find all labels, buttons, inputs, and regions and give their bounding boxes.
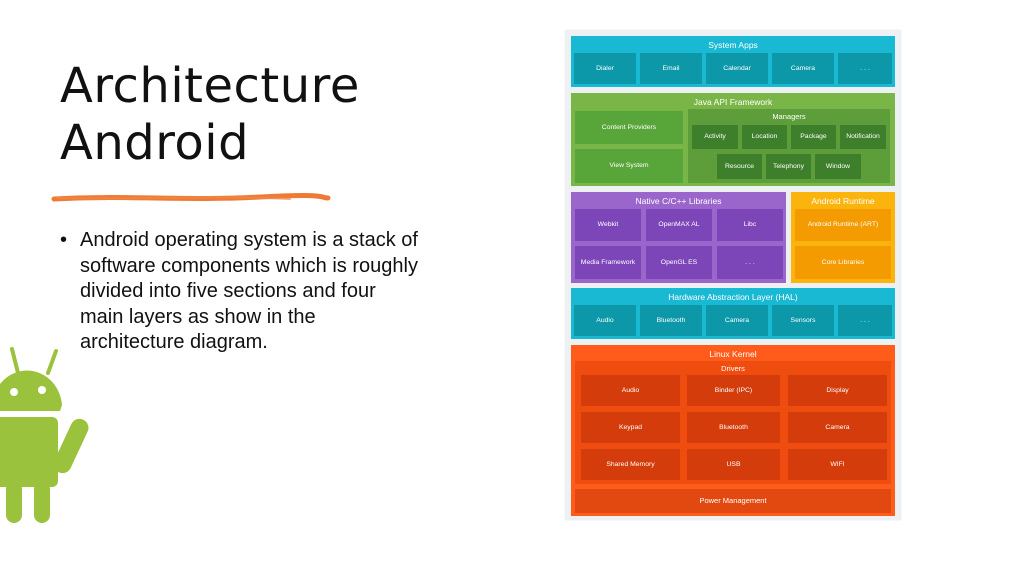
app-calendar: Calendar (706, 53, 768, 84)
driver-wifi: WIFI (788, 449, 887, 480)
layer-native-libraries: Native C/C++ Libraries Webkit OpenMAX AL… (571, 192, 786, 283)
power-management: Power Management (575, 489, 891, 513)
hal-audio: Audio (574, 305, 636, 336)
android-robot-icon (0, 347, 89, 523)
layer-java-api-framework: Java API Framework Content Providers Vie… (571, 93, 895, 186)
lib-opengl-es: OpenGL ES (646, 246, 712, 279)
manager-notification: Notification (840, 125, 886, 149)
driver-camera: Camera (788, 412, 887, 443)
bullet-line-3: divided into five sections and four (80, 280, 376, 302)
manager-resource: Resource (717, 154, 762, 179)
layer-title-system-apps: System Apps (708, 40, 758, 50)
layer-title-native-libs: Native C/C++ Libraries (635, 196, 722, 206)
bullet-line-2: software components which is roughly (80, 254, 418, 277)
driver-usb: USB (687, 449, 780, 480)
layer-title-hal: Hardware Abstraction Layer (HAL) (668, 292, 798, 302)
bullet-item: Android operating system is a stack of s… (60, 228, 460, 356)
manager-package: Package (791, 125, 836, 149)
layer-title-runtime: Android Runtime (811, 196, 875, 206)
android-architecture-diagram: System Apps Dialer Email Calendar Camera… (565, 30, 901, 520)
app-dialer: Dialer (574, 53, 636, 84)
hal-more: . . . (838, 305, 892, 336)
lib-more: . . . (717, 246, 783, 279)
managers-title: Managers (772, 112, 806, 121)
title-line-2: Android (60, 115, 250, 171)
driver-shared-memory: Shared Memory (581, 449, 680, 480)
driver-audio: Audio (581, 375, 680, 406)
driver-bluetooth: Bluetooth (687, 412, 780, 443)
title-line-1: Architecture (60, 58, 360, 114)
title-underline (51, 192, 331, 202)
hal-camera: Camera (706, 305, 768, 336)
slide-title: Architecture Android (60, 58, 360, 172)
app-email: Email (640, 53, 702, 84)
layer-title-java-api: Java API Framework (693, 97, 773, 107)
manager-window: Window (815, 154, 861, 179)
drivers-title: Drivers (721, 364, 745, 373)
manager-activity: Activity (692, 125, 738, 149)
hal-bluetooth: Bluetooth (640, 305, 702, 336)
runtime-art: Android Runtime (ART) (795, 209, 891, 241)
layer-system-apps: System Apps Dialer Email Calendar Camera… (571, 36, 895, 87)
app-camera: Camera (772, 53, 834, 84)
view-system: View System (575, 149, 683, 183)
lib-media-framework: Media Framework (575, 246, 641, 279)
lib-libc: Libc (717, 209, 783, 241)
content-providers: Content Providers (575, 111, 683, 144)
bullet-line-4: main layers as show in the (80, 305, 316, 328)
layer-linux-kernel: Linux Kernel Drivers Audio Binder (IPC) … (571, 345, 895, 516)
runtime-core-libraries: Core Libraries (795, 246, 891, 279)
layer-title-kernel: Linux Kernel (709, 349, 757, 359)
hal-sensors: Sensors (772, 305, 834, 336)
manager-location: Location (742, 125, 787, 149)
bullet-line-1: Android operating system is a stack of (80, 229, 418, 251)
bullet-list: Android operating system is a stack of s… (60, 228, 460, 356)
layer-android-runtime: Android Runtime Android Runtime (ART) Co… (791, 192, 895, 283)
lib-openmax-al: OpenMAX AL (646, 209, 712, 241)
manager-telephony: Telephony (766, 154, 811, 179)
app-more: . . . (838, 53, 892, 84)
driver-keypad: Keypad (581, 412, 680, 443)
layer-hal: Hardware Abstraction Layer (HAL) Audio B… (571, 288, 895, 339)
driver-display: Display (788, 375, 887, 406)
lib-webkit: Webkit (575, 209, 641, 241)
driver-binder-ipc: Binder (IPC) (687, 375, 780, 406)
bullet-line-5: architecture diagram. (80, 331, 268, 353)
